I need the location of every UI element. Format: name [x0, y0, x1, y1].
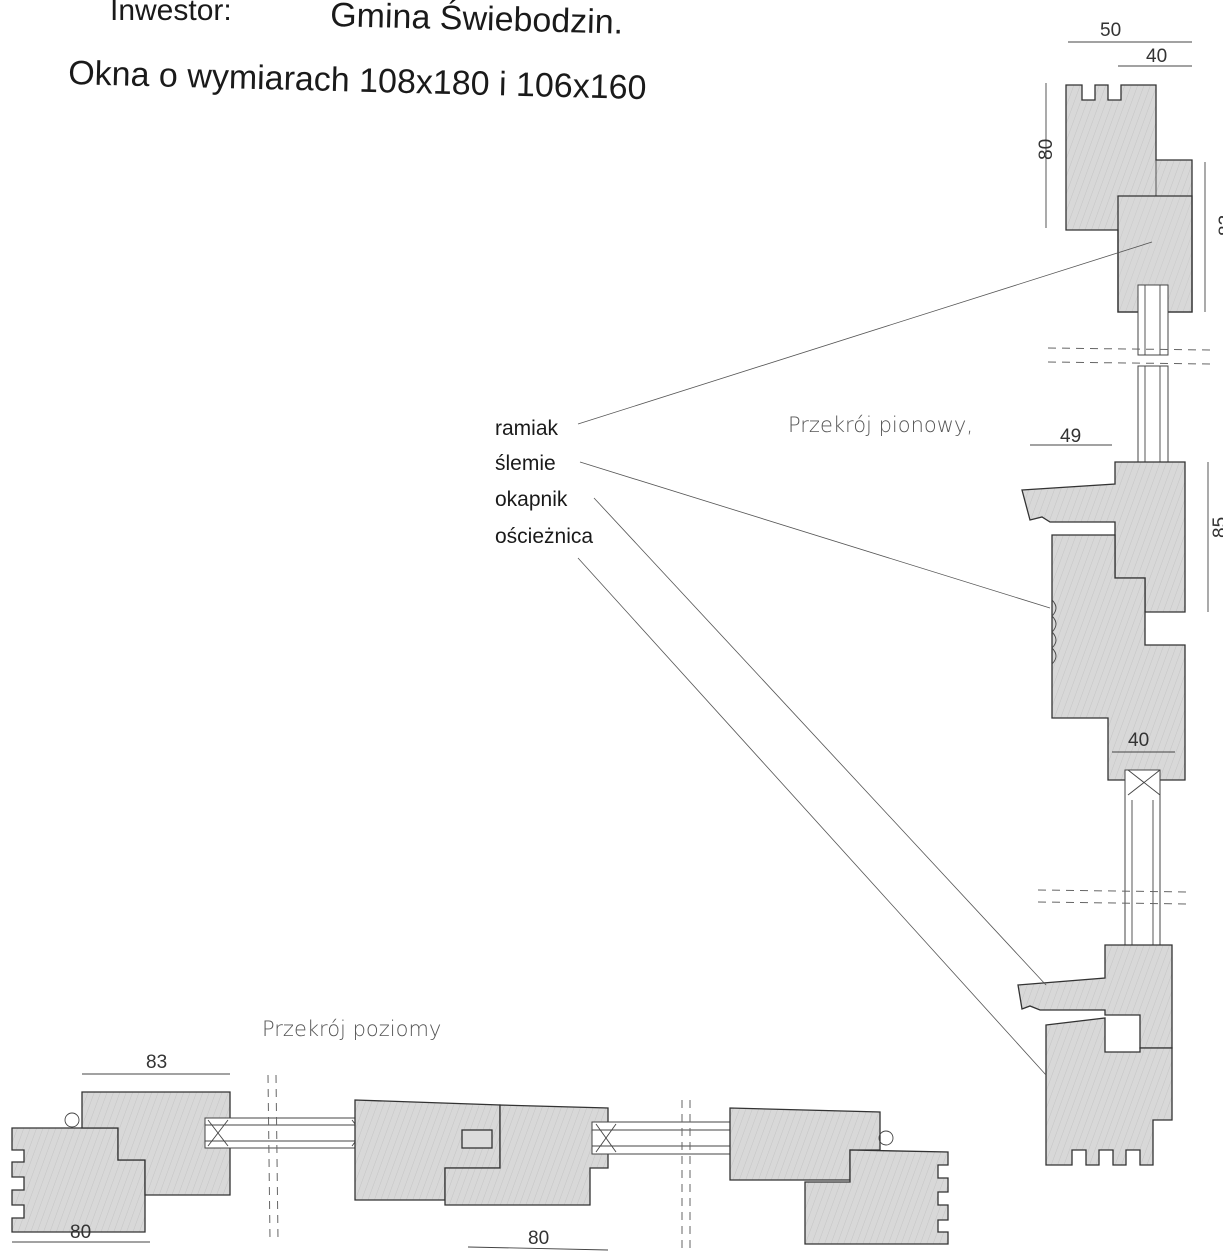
middle-transom-profile [1051, 534, 1186, 781]
bottom-frame-profile [1045, 1017, 1173, 1166]
dim-v-slemie-height: 85 [1210, 517, 1223, 538]
dim-v-top-width: 50 [1100, 20, 1121, 41]
label-slemie: ślemie [495, 452, 556, 475]
horizontal-section: Przekrój poziomy [11, 1017, 949, 1251]
vertical-section-title: Przekrój pionowy, [788, 413, 973, 437]
top-sash-profile [1117, 195, 1193, 313]
leader-okapnik [593, 497, 1047, 986]
label-ramiak: ramiak [495, 417, 559, 440]
dim-v-sash-height: 83 [1216, 215, 1223, 236]
leader-ramiak [577, 241, 1153, 425]
dim-h-mid-frame: 80 [528, 1228, 549, 1249]
investor-value: Gmina Świebodzin. [330, 0, 624, 42]
investor-label: Inwestor: [110, 0, 232, 27]
vertical-section: 50 40 80 83 49 85 40 Przekrój pionowy, [788, 20, 1223, 1166]
leader-slemie [579, 461, 1051, 609]
upper-glass [1137, 284, 1169, 356]
horizontal-section-title: Przekrój poziomy [262, 1017, 441, 1041]
lower-glass [1124, 769, 1161, 971]
dim-v-top-inner: 40 [1146, 46, 1167, 67]
dim-h-left-width: 83 [146, 1052, 167, 1073]
label-oscieznica: ościeżnica [495, 525, 593, 548]
left-glass [204, 1117, 376, 1149]
dim-v-slemie-width: 49 [1060, 426, 1081, 447]
dim-v-lower-width: 40 [1128, 730, 1149, 751]
callouts: ramiak ślemie okapnik ościeżnica [495, 241, 1153, 1076]
leader-oscieznica [577, 557, 1047, 1076]
bottom-drip-profile [1017, 944, 1173, 1049]
windows-dimensions-title: Okna o wymiarach 108x180 i 106x160 [68, 54, 647, 107]
dim-h-left-frame: 80 [70, 1222, 91, 1243]
right-jamb-profile [804, 1149, 949, 1245]
dim-v-top-height: 80 [1036, 139, 1057, 160]
label-okapnik: okapnik [495, 488, 568, 511]
